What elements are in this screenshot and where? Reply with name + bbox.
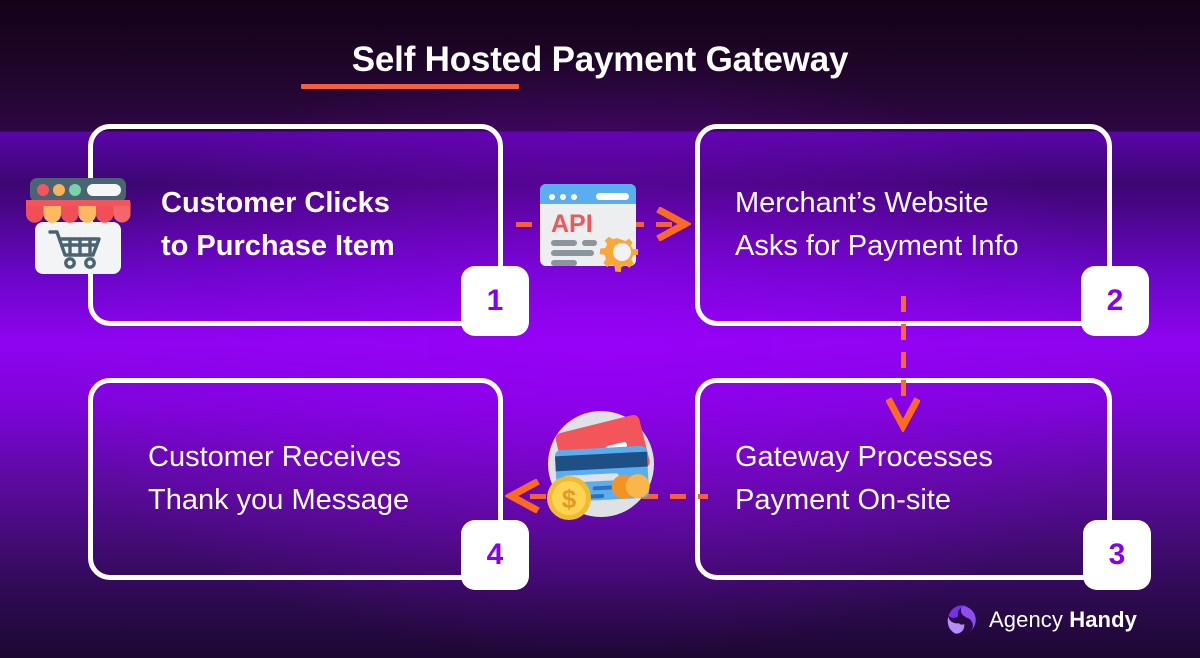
api-gear-icon: API [540, 184, 639, 273]
arrowhead-right-icon [656, 207, 691, 241]
step-number-2: 2 [1106, 284, 1124, 317]
step-card-2-label: Merchant’s Website Asks for Payment Info [735, 187, 1019, 262]
step-card-3-label: Gateway Processes Payment On-site [735, 441, 993, 516]
agency-handy-logo-icon [947, 605, 977, 635]
step-number-1: 1 [486, 284, 504, 317]
step-number-badge-4: 4 [461, 520, 529, 590]
title-underline [301, 84, 519, 89]
arrowhead-left-icon [505, 479, 540, 513]
step-card-4[interactable]: Customer Receives Thank you Message [88, 378, 503, 580]
connector-step2-to-step3 [901, 296, 906, 408]
step-card-1-label: Customer Clicks to Purchase Item [161, 187, 395, 262]
arrowhead-down-icon [886, 397, 920, 432]
credit-card-icon: $ [547, 411, 654, 520]
page-title: Self Hosted Payment Gateway [0, 40, 1200, 80]
step-card-4-label: Customer Receives Thank you Message [148, 441, 410, 516]
brand-logo-text-bold: Handy [1069, 607, 1137, 632]
step-card-1[interactable]: Customer Clicks to Purchase Item [88, 124, 503, 326]
step-number-badge-3: 3 [1083, 520, 1151, 590]
step-number-badge-2: 2 [1081, 266, 1149, 336]
brand-logo-text-light: Agency [989, 607, 1063, 632]
brand-logo-text: Agency Handy [989, 607, 1137, 633]
page-title-highlight: Self Hosted [351, 40, 543, 79]
step-number-3: 3 [1108, 538, 1126, 571]
storefront-icon [26, 178, 131, 274]
api-icon-label: API [551, 210, 593, 238]
page-title-rest: Payment Gateway [542, 40, 849, 79]
dollar-sign-icon: $ [562, 484, 577, 514]
step-number-badge-1: 1 [461, 266, 529, 336]
brand-logo[interactable]: Agency Handy [946, 604, 1137, 636]
step-number-4: 4 [486, 538, 504, 571]
